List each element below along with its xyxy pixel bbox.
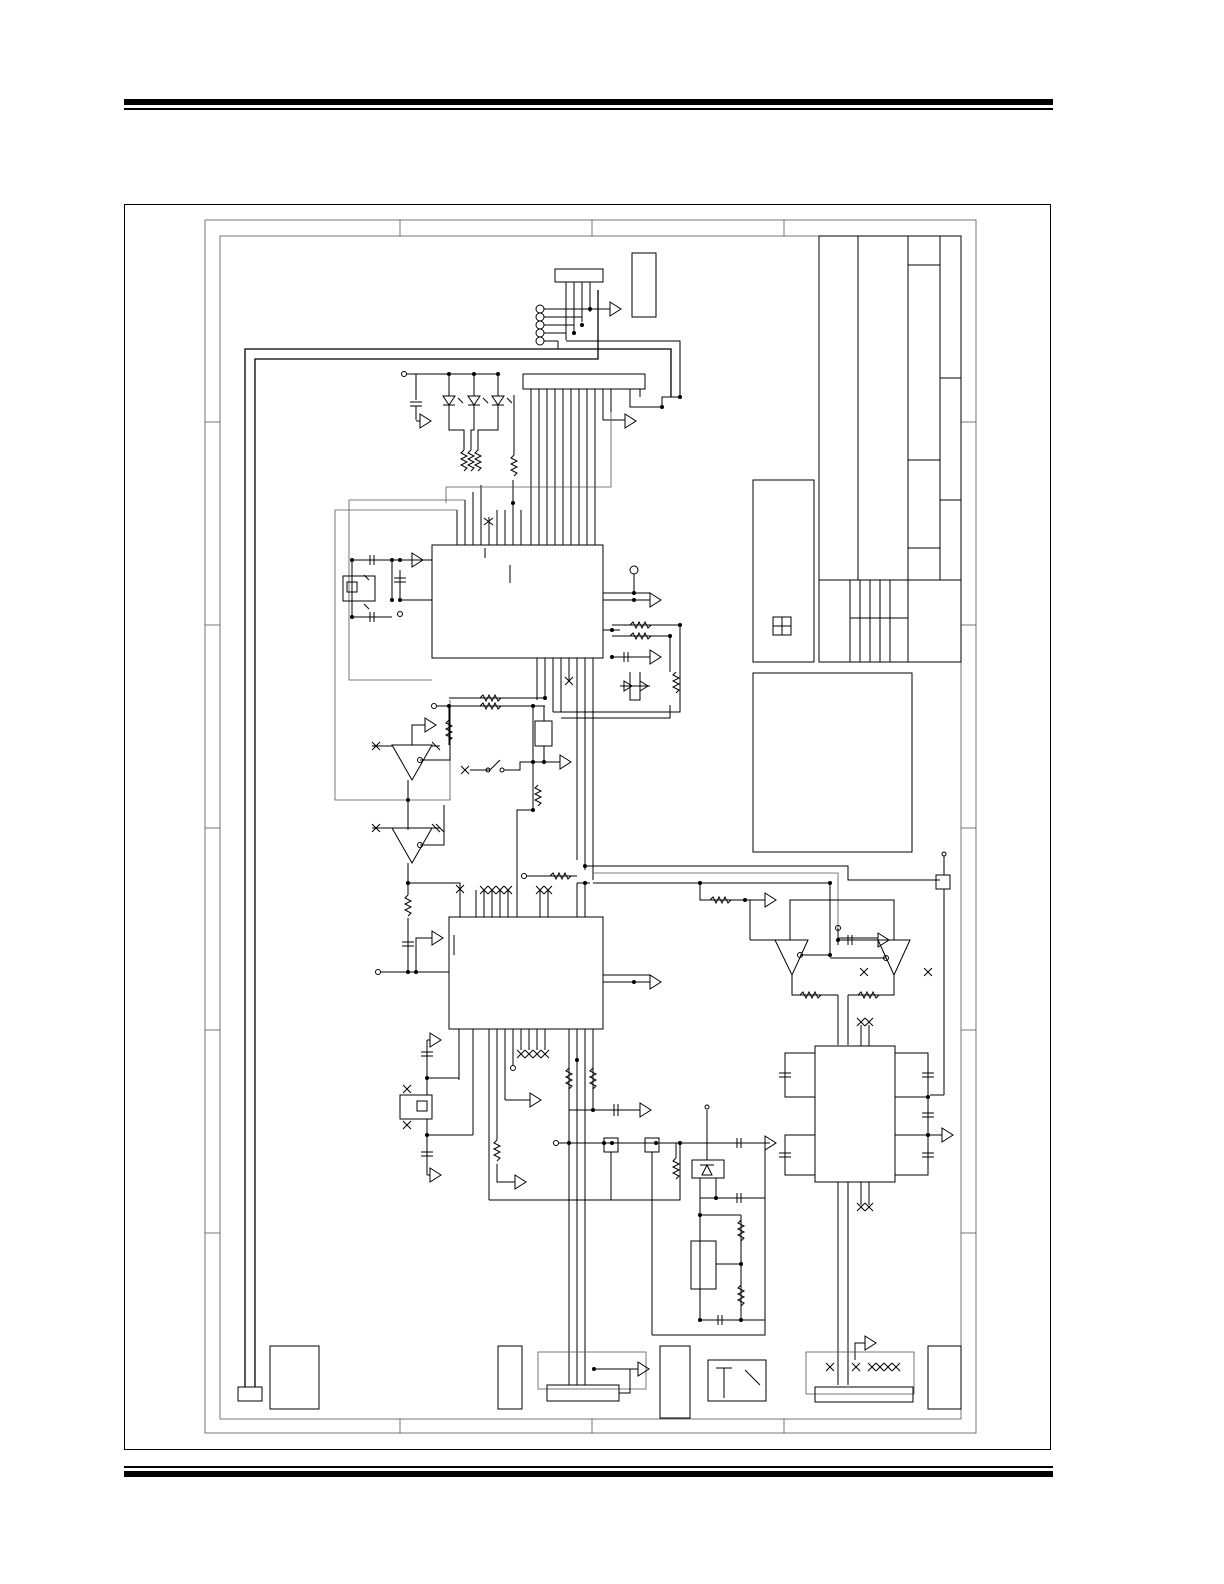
revision-box: [752, 479, 815, 663]
op-amp-4: [789, 899, 933, 1045]
mosfet-pair: [603, 1137, 766, 1336]
header-connector-top: [535, 268, 622, 346]
header-rule-thin: [124, 108, 1053, 110]
notes-box: [752, 672, 913, 853]
u3-wires: [779, 1017, 954, 1385]
microcontroller-u2: [448, 916, 604, 1030]
bottom-connector-right: [805, 1345, 962, 1410]
top-label-box: [631, 252, 657, 318]
left-bus-wires: [237, 290, 681, 1402]
bottom-connector-center: [497, 1345, 691, 1419]
footer-rule-thin: [124, 1466, 1053, 1468]
u1-pin-wires: [334, 412, 682, 880]
lower-resistor-network: [489, 1125, 770, 1201]
op-amp-2: [371, 805, 461, 975]
led-array: [401, 371, 519, 477]
microcontroller-u1: [431, 544, 604, 659]
upper-cross-wires: [577, 864, 940, 940]
middle-resistors: [431, 693, 577, 917]
small-transistor: [930, 851, 951, 1096]
u2-pin-wires: [453, 883, 662, 1385]
crystal-oscillator-1: [342, 552, 432, 622]
title-block: [818, 235, 962, 663]
bottom-switch-connector: [707, 1359, 767, 1402]
voltage-regulator: [690, 1104, 777, 1325]
crystal-oscillator-2: [399, 1032, 473, 1183]
bottom-connector-left: [269, 1345, 320, 1410]
op-amp-1: [371, 705, 451, 830]
led-header-connector: [522, 373, 682, 545]
header-rule-thick: [124, 99, 1053, 105]
sheet-border: [204, 219, 977, 1434]
figure-frame: [124, 204, 1051, 1450]
footer-rule-thick: [124, 1471, 1053, 1477]
interface-ic-u3: [814, 1045, 896, 1183]
